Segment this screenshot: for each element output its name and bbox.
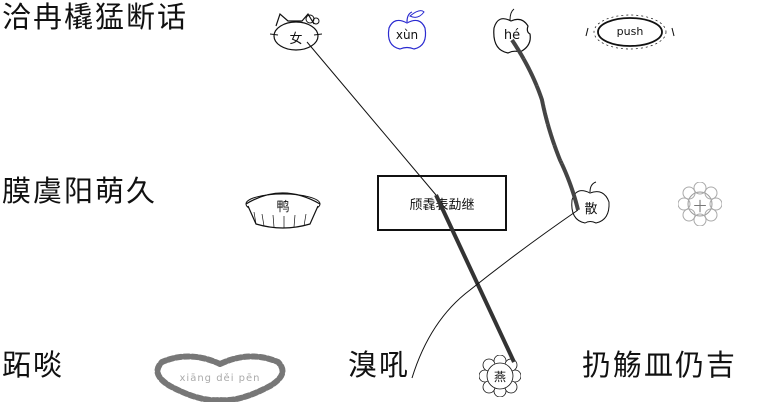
apple-icon[interactable]: xùn bbox=[384, 8, 430, 52]
apple-small-label: xùn bbox=[395, 28, 419, 42]
heart-label: xiāng děi pēn bbox=[179, 373, 261, 384]
flower-right-label: 十 bbox=[693, 200, 707, 215]
top-left-text: 洽冉橇猛断话 bbox=[2, 0, 189, 34]
bottom-center-text: 溴吼 bbox=[348, 348, 411, 382]
apple-right-label: hé bbox=[503, 28, 521, 43]
kitty-label: 女 bbox=[289, 32, 303, 47]
connector-thin-kitty bbox=[306, 41, 437, 196]
flower-bottom-label: 燕 bbox=[493, 370, 506, 384]
hello-kitty-icon[interactable]: 女 bbox=[269, 10, 323, 52]
flower-bottom-icon[interactable]: 燕 bbox=[478, 354, 522, 398]
center-text-box[interactable]: 颀毳表勐继 bbox=[377, 175, 507, 231]
heart-wreath-icon[interactable]: xiāng děi pēn bbox=[150, 352, 290, 404]
push-label: push bbox=[616, 25, 644, 38]
apple-mid-icon[interactable]: 散 bbox=[568, 180, 614, 226]
flower-right-icon[interactable]: 十 bbox=[677, 181, 723, 227]
bottom-right-text: 扔觞皿仍吉 bbox=[582, 348, 738, 382]
middle-left-text: 膜虞阳萌久 bbox=[2, 174, 158, 208]
connector-thin-apple-text bbox=[411, 209, 579, 379]
pie-label: 鸭 bbox=[276, 200, 290, 215]
apple-bitten-icon[interactable]: hé bbox=[490, 6, 534, 56]
pie-icon[interactable]: 鸭 bbox=[242, 184, 324, 230]
apple-mid-label: 散 bbox=[584, 202, 598, 217]
bottom-left-text: 跖啖 bbox=[2, 348, 65, 382]
center-box-text: 颀毳表勐继 bbox=[409, 197, 475, 213]
push-badge-icon[interactable]: push bbox=[584, 14, 676, 50]
